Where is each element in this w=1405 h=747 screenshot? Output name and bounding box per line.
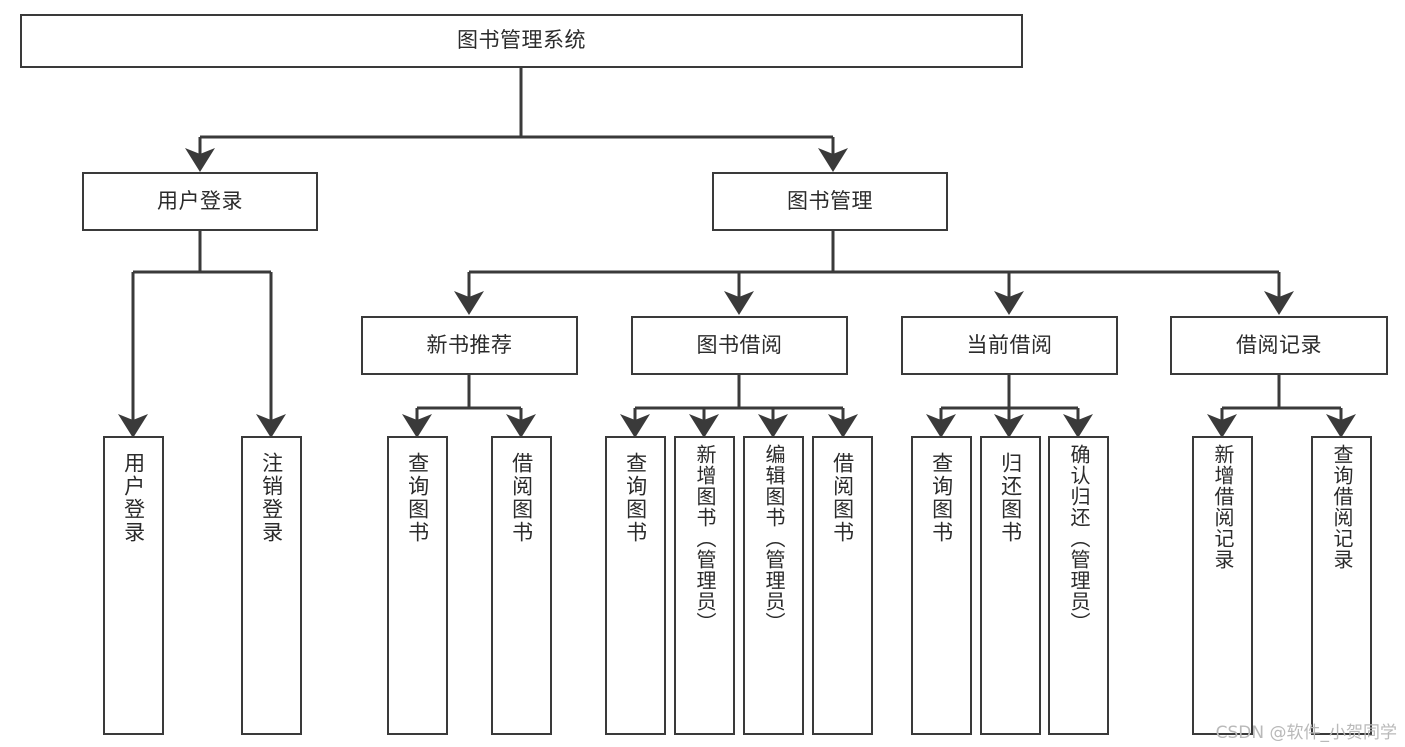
node-leaf-query-record[interactable]: 查询借阅记录 (1311, 436, 1372, 735)
node-leaf-query-book-1-label: 查询图书 (405, 452, 430, 544)
node-leaf-query-book-2-label: 查询图书 (623, 452, 648, 544)
node-leaf-query-book-3[interactable]: 查询图书 (911, 436, 972, 735)
node-leaf-confirm-return-label: 确认归还（管理员） (1067, 444, 1091, 633)
node-leaf-query-book-2[interactable]: 查询图书 (605, 436, 666, 735)
node-user-login-label: 用户登录 (157, 188, 243, 213)
node-leaf-user-logout-label: 注销登录 (259, 452, 284, 544)
node-leaf-add-record[interactable]: 新增借阅记录 (1192, 436, 1253, 735)
node-leaf-confirm-return[interactable]: 确认归还（管理员） (1048, 436, 1109, 735)
node-borrow-record-label: 借阅记录 (1236, 332, 1322, 357)
node-new-book-recommend[interactable]: 新书推荐 (361, 316, 578, 375)
node-leaf-query-record-label: 查询借阅记录 (1330, 444, 1354, 570)
node-leaf-borrow-book-1-label: 借阅图书 (509, 452, 534, 544)
node-root-label: 图书管理系统 (457, 28, 586, 53)
node-root[interactable]: 图书管理系统 (20, 14, 1023, 68)
node-leaf-edit-book[interactable]: 编辑图书（管理员） (743, 436, 804, 735)
node-leaf-query-book-3-label: 查询图书 (929, 452, 954, 544)
node-book-borrow-label: 图书借阅 (696, 332, 783, 357)
node-leaf-return-book-label: 归还图书 (998, 452, 1023, 544)
node-leaf-borrow-book-2[interactable]: 借阅图书 (812, 436, 873, 735)
node-book-management-label: 图书管理 (787, 188, 873, 213)
node-book-borrow[interactable]: 图书借阅 (631, 316, 848, 375)
node-leaf-add-book-label: 新增图书（管理员） (693, 444, 717, 633)
node-book-management[interactable]: 图书管理 (712, 172, 948, 231)
node-leaf-add-record-label: 新增借阅记录 (1211, 444, 1235, 570)
node-current-borrow-label: 当前借阅 (966, 332, 1053, 357)
node-leaf-query-book-1[interactable]: 查询图书 (387, 436, 448, 735)
node-current-borrow[interactable]: 当前借阅 (901, 316, 1118, 375)
node-leaf-user-login[interactable]: 用户登录 (103, 436, 164, 735)
node-borrow-record[interactable]: 借阅记录 (1170, 316, 1388, 375)
node-leaf-borrow-book-1[interactable]: 借阅图书 (491, 436, 552, 735)
node-new-book-recommend-label: 新书推荐 (426, 332, 513, 357)
csdn-watermark: CSDN @软件_小贺同学 (1215, 723, 1397, 743)
node-user-login[interactable]: 用户登录 (82, 172, 318, 231)
node-leaf-user-login-label: 用户登录 (121, 452, 146, 544)
node-leaf-edit-book-label: 编辑图书（管理员） (762, 444, 786, 633)
node-leaf-return-book[interactable]: 归还图书 (980, 436, 1041, 735)
node-leaf-user-logout[interactable]: 注销登录 (241, 436, 302, 735)
node-leaf-borrow-book-2-label: 借阅图书 (830, 452, 855, 544)
node-leaf-add-book[interactable]: 新增图书（管理员） (674, 436, 735, 735)
